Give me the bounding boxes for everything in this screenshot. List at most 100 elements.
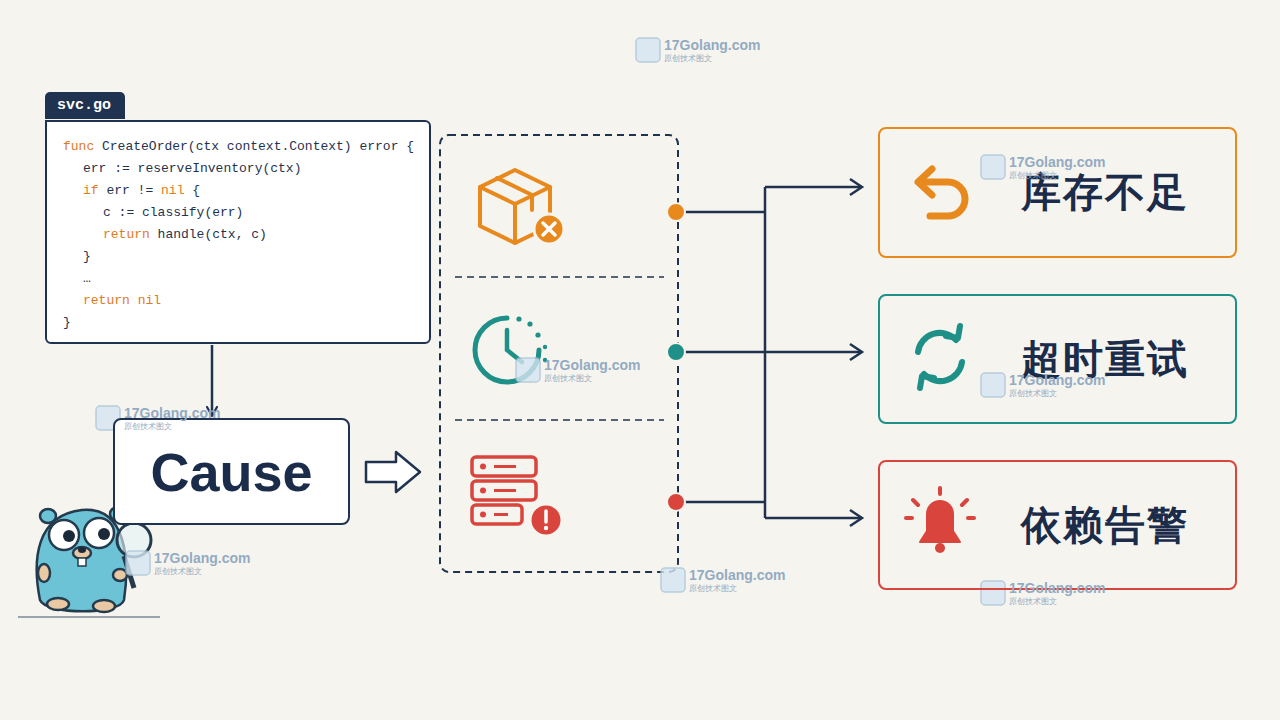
watermark-icon: [981, 155, 1005, 179]
gopher-illustration-part: [38, 564, 50, 582]
result-label: 依赖告警: [1021, 498, 1189, 553]
watermark-subtitle: 原创技术图文: [664, 53, 712, 64]
dependency-icon-part-part: [480, 488, 486, 494]
watermark-subtitle: 原创技术图文: [154, 566, 202, 577]
code-line: return nil: [83, 290, 161, 312]
code-token: if: [83, 183, 99, 198]
dependency-icon-part: [472, 505, 522, 524]
dependency-icon-part-part: [494, 489, 516, 492]
code-line: err := reserveInventory(ctx): [83, 158, 301, 180]
code-box: svc.gofunc CreateOrder(ctx context.Conte…: [45, 120, 431, 344]
gopher-illustration-part: [18, 616, 160, 618]
watermark: 17Golang.com: [544, 357, 640, 373]
branch-wires-part: [676, 211, 765, 214]
code-line: }: [83, 246, 91, 268]
code-token: }: [83, 249, 91, 264]
branch-wires-part: [676, 351, 860, 354]
alert-icon-part: [935, 543, 945, 553]
code-line: …: [83, 268, 91, 290]
gopher-illustration-part: [63, 530, 75, 542]
watermark-icon: [636, 38, 660, 62]
timeout-icon-part: [535, 332, 540, 337]
code-token: err !=: [99, 183, 161, 198]
code-token: c := classify(err): [103, 205, 243, 220]
cause-box: Cause: [113, 418, 350, 525]
watermark-subtitle: 原创技术图文: [1009, 388, 1057, 399]
gopher-illustration-part: [84, 518, 114, 548]
undo-icon: [918, 169, 965, 216]
dependency-icon-part-part: [480, 512, 486, 518]
timeout-icon-part: [527, 321, 532, 326]
result-box: 超时重试: [878, 294, 1237, 424]
dependency-icon-part: [472, 481, 536, 500]
hollow-arrow: [366, 452, 420, 492]
category-panel-part: [455, 276, 664, 278]
code-token: return: [103, 227, 150, 242]
branch-dots-part: [667, 343, 685, 361]
branch-wires-part: [850, 344, 862, 360]
result-box: 依赖告警: [878, 460, 1237, 590]
code-line: c := classify(err): [103, 202, 243, 224]
watermark: 17Golang.com: [689, 567, 785, 583]
code-line: }: [63, 312, 71, 334]
code-token: CreateOrder(ctx context.Context) error {: [94, 139, 414, 154]
code-token: nil: [161, 183, 184, 198]
result-box: 库存不足: [878, 127, 1237, 258]
watermark-subtitle: 原创技术图文: [689, 583, 737, 594]
gopher-illustration-part: [49, 520, 79, 550]
dependency-icon-part: [544, 511, 548, 522]
gopher-illustration-part: [78, 547, 86, 553]
watermark-icon: [661, 568, 685, 592]
alert-icon: [906, 488, 974, 553]
branch-wires-part: [765, 186, 860, 189]
gopher-illustration-part: [93, 600, 115, 612]
branch-wires-part: [764, 187, 767, 518]
dependency-icon-part-part: [494, 465, 516, 468]
watermark: 17Golang.com: [124, 405, 220, 421]
inventory-icon-part: [543, 223, 555, 235]
dependency-icon-part: [530, 504, 562, 536]
branch-dots-part: [667, 493, 685, 511]
cause-label: Cause: [150, 441, 312, 503]
branch-wires-part: [850, 510, 862, 526]
watermark-icon: [981, 373, 1005, 397]
watermark: 17Golang.com: [1009, 154, 1105, 170]
branch-wires-part: [850, 179, 862, 195]
timeout-icon: [475, 316, 547, 382]
alert-icon-part: [920, 501, 960, 542]
dependency-icon-part: [544, 526, 548, 530]
code-token: func: [63, 139, 94, 154]
gopher-illustration-part: [37, 510, 126, 611]
retry-icon-part: [946, 326, 960, 338]
watermark: 17Golang.com: [154, 550, 250, 566]
watermark-subtitle: 原创技术图文: [1009, 170, 1057, 181]
watermark-subtitle: 原创技术图文: [544, 373, 592, 384]
dependency-icon-part: [472, 457, 536, 476]
gopher-illustration-part: [73, 547, 91, 559]
retry-icon: [918, 326, 962, 388]
file-tab: svc.go: [45, 92, 125, 119]
code-token: …: [83, 271, 91, 286]
category-panel-part: [455, 419, 664, 421]
dependency-icon-part-part: [480, 464, 486, 470]
alert-icon-part: [906, 488, 974, 518]
timeout-icon-part: [475, 318, 539, 382]
branch-dots: [667, 203, 685, 511]
gopher-illustration-part: [78, 558, 86, 566]
category-panel: [440, 135, 678, 572]
branch-wires: [676, 179, 862, 526]
code-line: if err != nil {: [83, 180, 200, 202]
dependency-icon: [472, 457, 562, 536]
timeout-icon-part: [516, 316, 521, 321]
code-line: return handle(ctx, c): [103, 224, 267, 246]
gopher-illustration-part: [98, 528, 110, 540]
code-token: handle(ctx, c): [150, 227, 267, 242]
watermark: 17Golang.com: [664, 37, 760, 53]
branch-wires-part: [765, 517, 860, 520]
watermark: 17Golang.com: [1009, 580, 1105, 596]
code-token: err := reserveInventory(ctx): [83, 161, 301, 176]
timeout-icon-part: [507, 330, 522, 362]
dependency-icon-part: [480, 464, 516, 518]
